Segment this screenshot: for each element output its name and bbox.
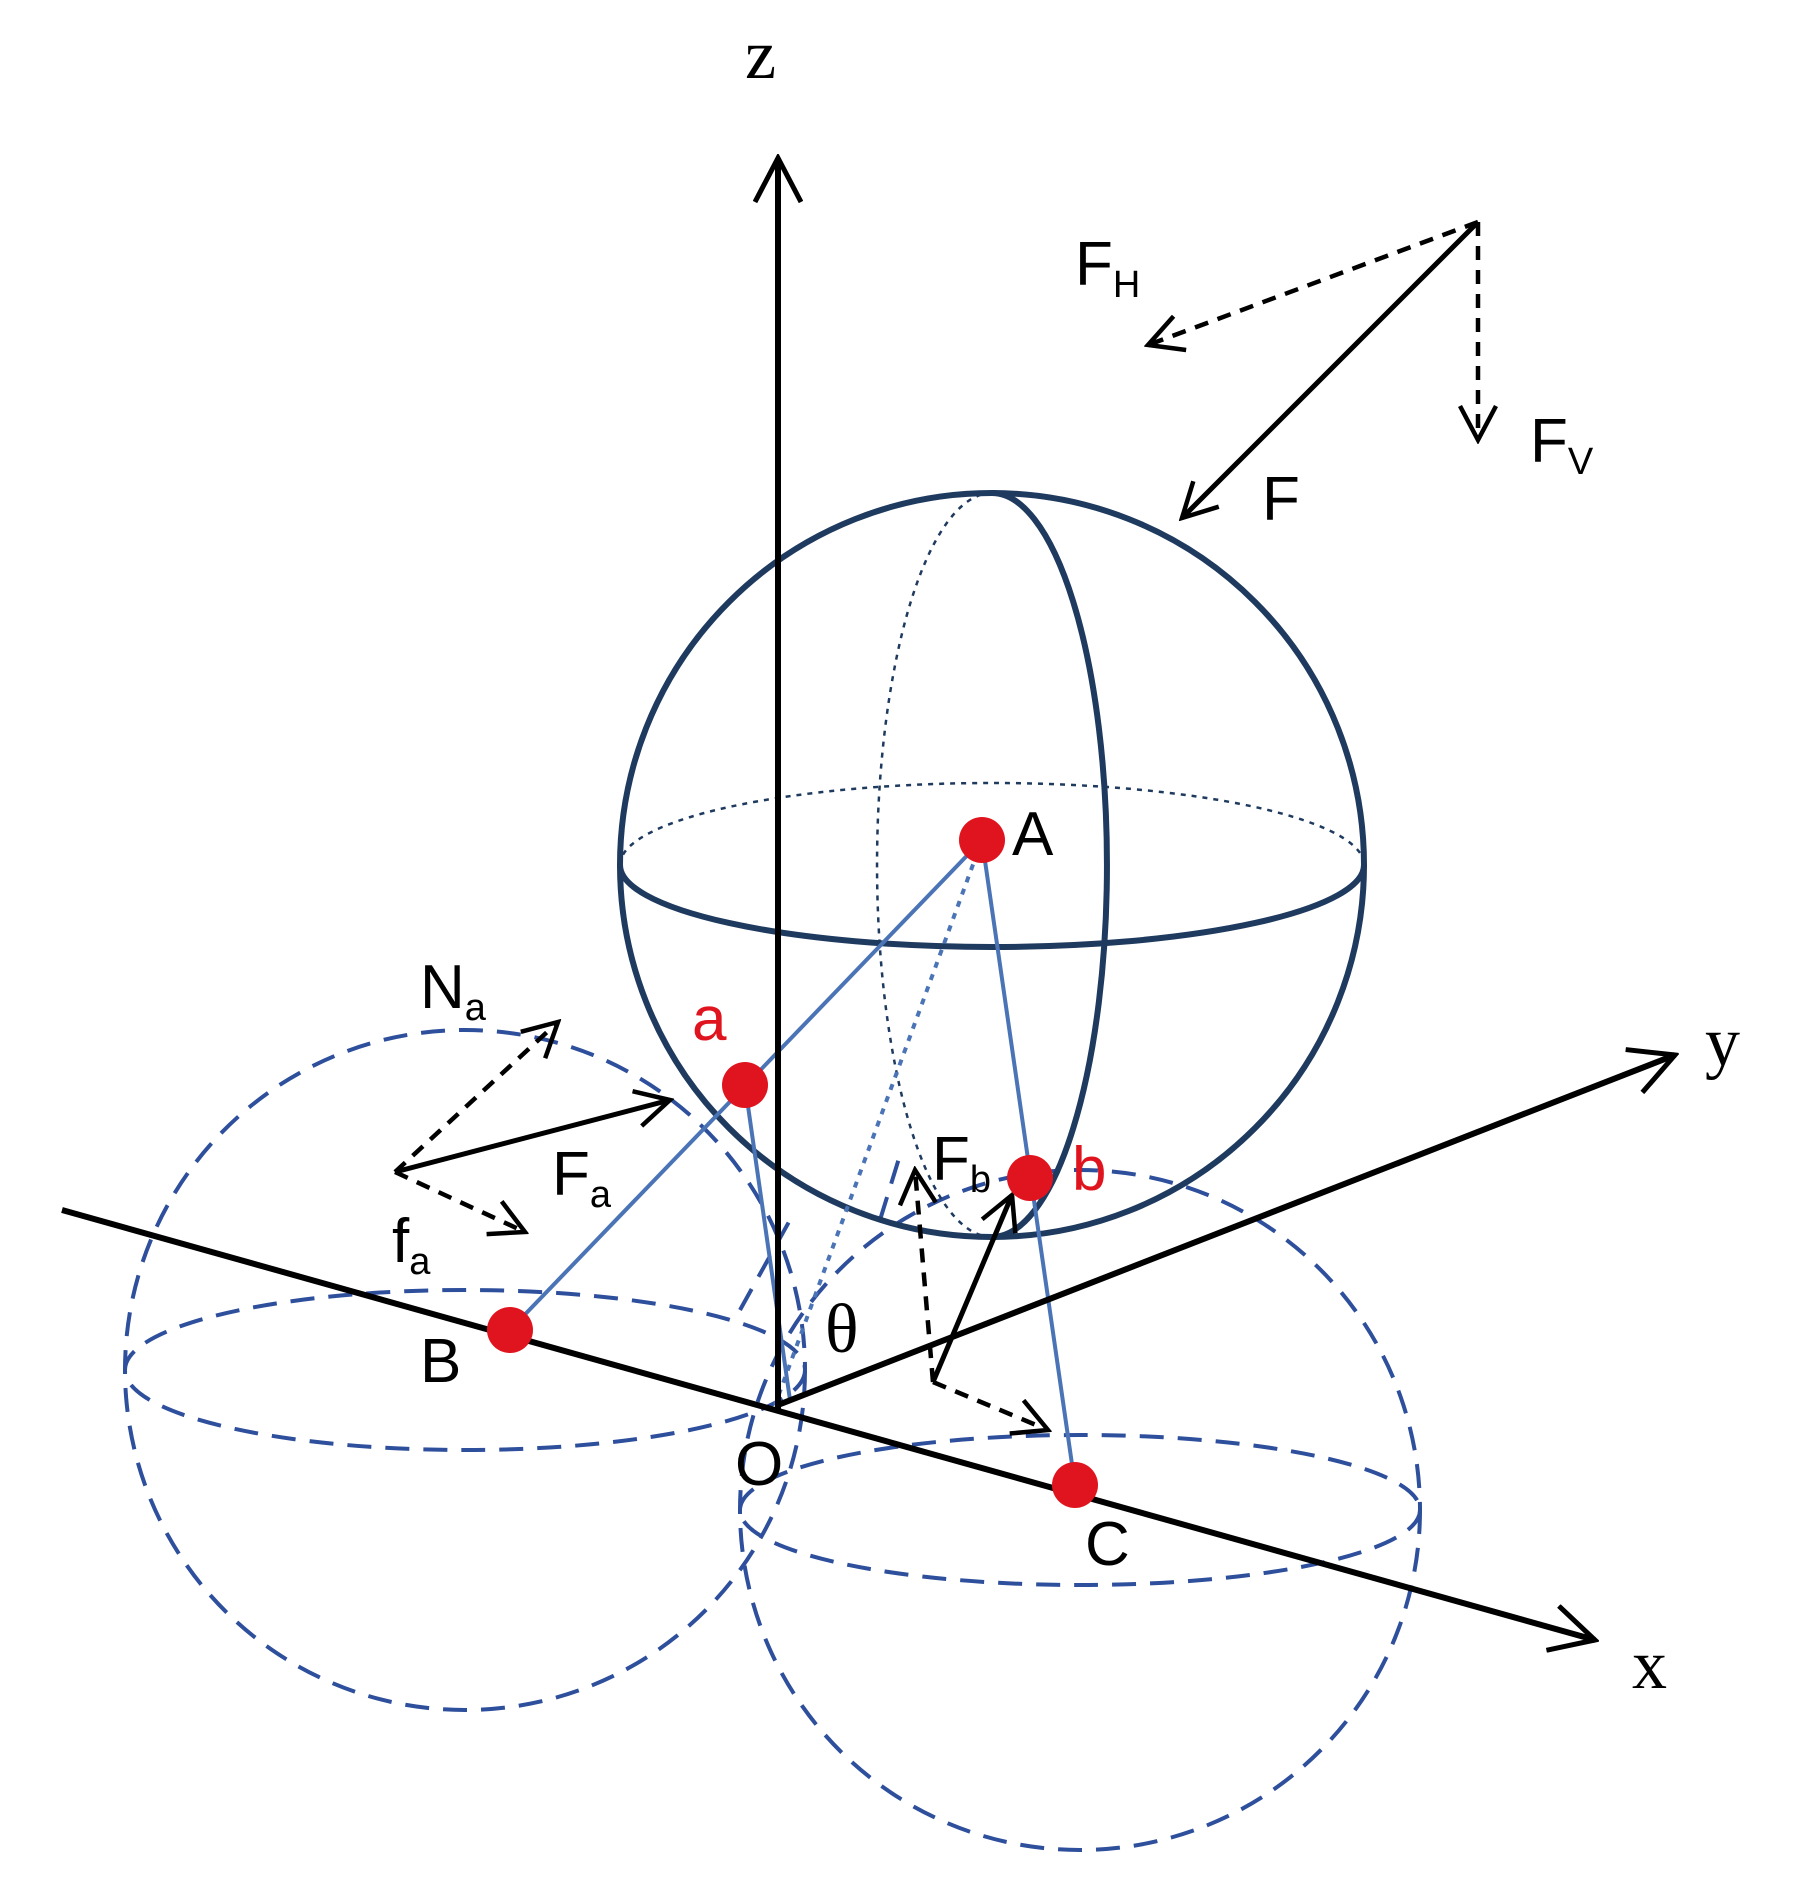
line-A-O-dotted: [773, 839, 984, 1406]
origin-label: O: [735, 1430, 783, 1499]
force-Fa-label: Fa: [552, 1140, 612, 1216]
force-a-group: [393, 1022, 670, 1232]
y-axis: [776, 1055, 1675, 1408]
force-FH-label: FH: [1075, 230, 1140, 306]
coordinate-axes: [61, 158, 1675, 1640]
point-a-label: a: [692, 985, 727, 1054]
dashed-sphere-right: [738, 1154, 1422, 1852]
force-fa-label: fa: [392, 1207, 431, 1283]
y-axis-label: y: [1705, 1004, 1740, 1081]
z-axis-label: z: [745, 17, 776, 94]
force-b-group: [915, 1170, 1048, 1430]
force-FV-label: FV: [1530, 407, 1594, 483]
point-C-label: C: [1085, 1510, 1130, 1579]
force-Fb-label: Fb: [932, 1125, 991, 1201]
force-Na-label: Na: [420, 953, 487, 1029]
angle-theta-label: θ: [825, 1291, 859, 1368]
force-fa-arrow: [394, 1169, 525, 1232]
point-C: [1052, 1462, 1098, 1508]
force-fb-arrow: [932, 1379, 1048, 1430]
x-axis: [61, 1207, 1595, 1640]
force-F-arrow: [1182, 220, 1480, 518]
x-axis-label: x: [1632, 1627, 1667, 1704]
force-Fb-arrow: [930, 1195, 1012, 1383]
point-A: [959, 817, 1005, 863]
force-Fa-arrow: [394, 1100, 670, 1175]
force-F-label: F: [1262, 465, 1300, 534]
point-A-label: A: [1012, 800, 1054, 869]
point-B: [487, 1307, 533, 1353]
force-Nb-arrow: [915, 1170, 933, 1383]
line-a-O: [743, 1084, 792, 1401]
force-Na-arrow: [393, 1022, 558, 1174]
point-a: [722, 1062, 768, 1108]
force-F-group: [1148, 219, 1480, 518]
points: [487, 817, 1098, 1508]
point-B-label: B: [420, 1327, 461, 1396]
dashed-sphere-left: [123, 1028, 807, 1712]
point-b: [1007, 1155, 1053, 1201]
force-FH-arrow: [1148, 219, 1479, 345]
point-b-label: b: [1072, 1135, 1106, 1204]
main-sphere: [617, 490, 1367, 1240]
